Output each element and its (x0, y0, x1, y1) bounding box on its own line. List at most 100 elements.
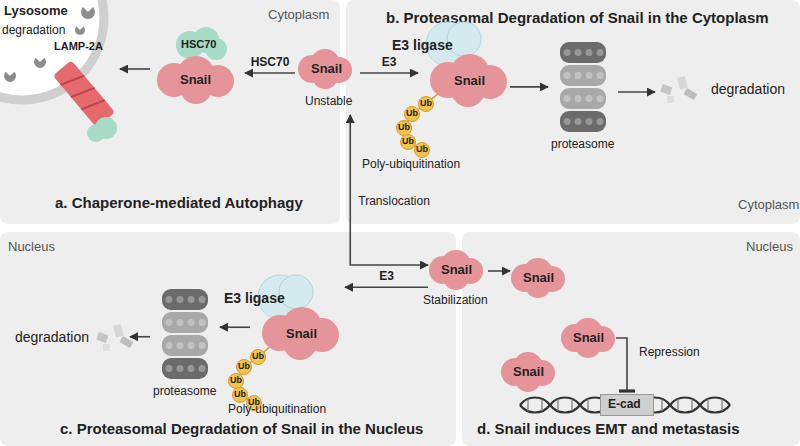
node-label: HSC70 (181, 38, 216, 51)
proteasome-subunit (188, 342, 195, 349)
degraded-protein (34, 58, 46, 68)
node-label: Stabilization (423, 294, 488, 308)
cytoplasm-panel: b. Proteasomal Degradation of Snail in t… (346, 0, 800, 224)
proteasome-subunit (177, 342, 184, 349)
snail-blob (283, 326, 317, 360)
node-label: d. Snail induces EMT and metastasis (477, 420, 740, 437)
proteasome-subunit (177, 296, 184, 303)
proteasome-ring (560, 88, 606, 109)
proteasome-subunit (188, 319, 195, 326)
proteasome-ring (560, 42, 606, 63)
node-label: Nucleus (746, 240, 793, 255)
node-label: Snail (513, 365, 544, 380)
snail-protein: Snail (560, 318, 616, 358)
node-label: degradation (15, 329, 89, 345)
proteasome-subunit (177, 319, 184, 326)
proteasome-subunit (575, 49, 582, 56)
snail-protein: Snail (510, 258, 566, 298)
peptide-fragment (677, 76, 688, 90)
node-label: Ub (228, 375, 244, 385)
node-label: Snail (286, 327, 317, 342)
snail-blob (282, 307, 322, 347)
ubiquitin-bead (233, 388, 248, 403)
degraded-protein (4, 72, 16, 82)
ubiquitin-bead (415, 143, 430, 158)
proteasome-ring (162, 335, 208, 356)
degradation-products: degradation (15, 318, 130, 358)
node-label: E-cad (608, 398, 641, 412)
ubiquitin-bead (401, 135, 416, 150)
node-label: Unstable (305, 95, 352, 109)
node-label: Ub (404, 108, 420, 118)
peptide-fragment (684, 88, 698, 100)
edge-label: Repression (639, 346, 700, 360)
ubiquitin-bead (397, 121, 412, 136)
node-label: E3 ligase (392, 37, 453, 53)
node-label: c. Proteasomal Degradation of Snail in t… (60, 420, 423, 437)
edge-label: E3 (379, 270, 394, 284)
node-label: Ub (396, 122, 412, 132)
proteasome-subunit (586, 118, 593, 125)
proteasome-subunit (564, 72, 571, 79)
proteasome-subunit (166, 365, 173, 372)
node-label: Snail (523, 271, 554, 286)
node-label: Snail (441, 263, 472, 278)
lamp2a-receptor: LAMP-2A (40, 40, 120, 140)
proteasome-ring (162, 358, 208, 379)
proteasome-ring (162, 312, 208, 333)
proteasome-subunit (597, 72, 604, 79)
node-label: Nucleus (8, 240, 55, 255)
peptide-fragment (667, 96, 674, 103)
node-label: Lysosome (4, 4, 68, 19)
peptide-fragment (660, 84, 672, 95)
proteasome-subunit (166, 319, 173, 326)
proteasome-subunit (166, 342, 173, 349)
snail-protein: Snail (500, 352, 556, 392)
proteasome-subunit (586, 72, 593, 79)
proteasome-subunit (564, 118, 571, 125)
cytoplasm-panel: Cytoplasma. Chaperone-mediated Autophagy… (0, 0, 340, 224)
node-label: Ub (232, 389, 248, 399)
proteasome-subunit (188, 365, 195, 372)
node-label: Snail (573, 331, 604, 346)
hsc70-snail-complex: HSC70Snail (150, 25, 245, 105)
edge-label: Translocation (358, 195, 430, 209)
e3-snail-complex: E3 ligaseSnailUbUbUbUbUbPoly-ubiquitinat… (418, 22, 510, 140)
node-label: Ub (400, 136, 416, 146)
nucleus-panel: Nucleus d. Snail induces EMT and metastas… (462, 232, 800, 446)
proteasome-subunit (177, 365, 184, 372)
snail-blob (451, 73, 485, 107)
node-label: proteasome (153, 385, 216, 399)
ubiquitin-bead (251, 350, 266, 365)
node-label: Cytoplasm (268, 8, 329, 23)
node-label: Ub (236, 361, 252, 371)
node-label: Cytoplasm (738, 198, 799, 213)
proteasome-ring (560, 65, 606, 86)
proteasome-subunit (188, 296, 195, 303)
gene-box: E-cad (600, 394, 654, 416)
peptide-fragment (103, 344, 110, 351)
hsc70-snail-complex-shape (150, 25, 245, 105)
snail-blob (450, 54, 490, 94)
proteasome-subunit (199, 342, 206, 349)
peptide-fragment (120, 336, 134, 348)
node-label: Ub (418, 98, 434, 108)
proteasome-shape (150, 285, 220, 400)
proteasome-subunit (575, 72, 582, 79)
node-label: degradation (711, 81, 785, 97)
node-label: LAMP-2A (54, 40, 103, 53)
degraded-protein (75, 27, 85, 35)
proteasome-subunit (586, 95, 593, 102)
node-label: Ub (250, 351, 266, 361)
proteasome-subunit (575, 95, 582, 102)
node-label: Snail (454, 74, 485, 89)
proteasome-subunit (586, 49, 593, 56)
proteasome-subunit (199, 296, 206, 303)
edge-label: E3 (382, 56, 397, 70)
ubiquitin-bead (419, 97, 434, 112)
ubiquitin-bead (229, 374, 244, 389)
proteasome: proteasome (548, 38, 618, 158)
proteasome-subunit (199, 319, 206, 326)
node-label: Snail (311, 62, 342, 77)
proteasome-subunit (597, 95, 604, 102)
